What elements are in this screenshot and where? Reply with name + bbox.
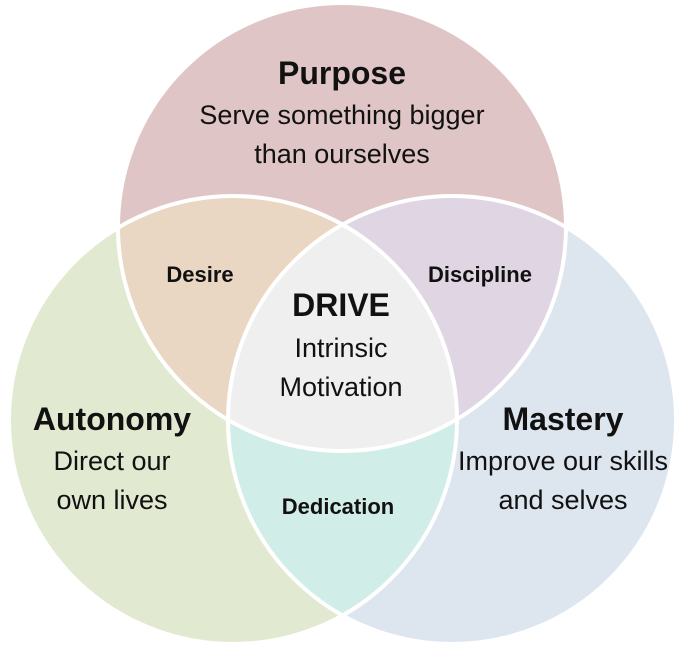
circle-outlines bbox=[7, 1, 678, 646]
discipline-label: Discipline bbox=[428, 262, 532, 287]
drive-title: DRIVE bbox=[292, 287, 390, 323]
mastery-desc-line1: Improve our skills bbox=[458, 446, 668, 476]
purpose-desc-line1: Serve something bigger bbox=[199, 100, 484, 130]
mastery-desc-line2: and selves bbox=[498, 485, 627, 515]
purpose-title: Purpose bbox=[278, 55, 406, 91]
autonomy-desc-line1: Direct our bbox=[53, 446, 170, 476]
autonomy-desc-line2: own lives bbox=[56, 485, 167, 515]
desire-label: Desire bbox=[166, 262, 233, 287]
purpose-desc-line2: than ourselves bbox=[254, 139, 430, 169]
drive-desc-line1: Intrinsic bbox=[294, 333, 387, 363]
autonomy-title: Autonomy bbox=[33, 401, 191, 437]
drive-desc-line2: Motivation bbox=[279, 372, 402, 402]
dedication-label: Dedication bbox=[282, 494, 394, 519]
mastery-title: Mastery bbox=[503, 401, 624, 437]
